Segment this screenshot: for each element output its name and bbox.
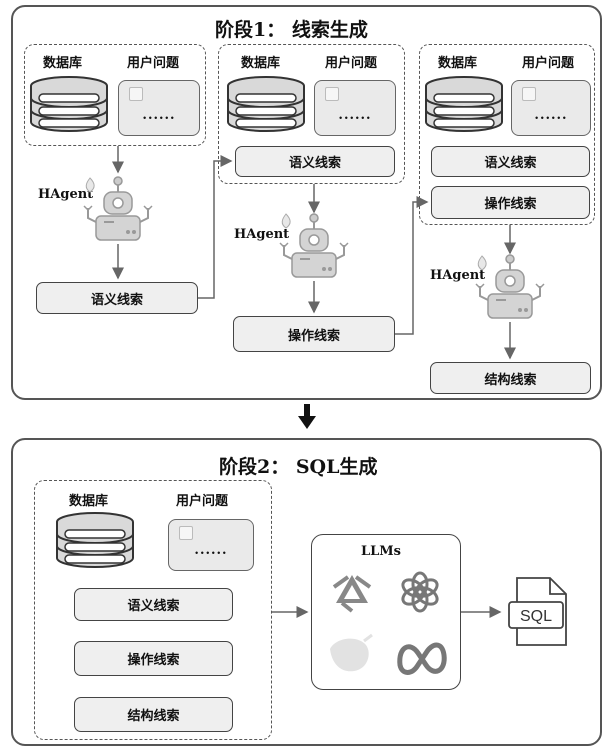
stage2-title: 阶段2： SQL生成 [219,456,378,478]
semantic-clue-box: 语义线索 [74,588,233,621]
llms-box [311,534,461,690]
hagent-label: HAgent [234,227,290,242]
llm-logo-icon [332,575,372,613]
database-label: 数据库 [438,56,478,71]
question-placeholder: ...... [338,108,372,123]
down-arrow-icon [298,404,316,429]
database-label: 数据库 [69,494,109,509]
llm-logo-icon [401,571,439,613]
llms-label: LLMs [361,544,401,559]
database-icon [30,76,108,132]
operation-clue-output: 操作线索 [233,316,395,352]
semantic-clue-box: 语义线索 [235,146,395,177]
semantic-clue-box: 语义线索 [431,146,590,177]
flow-arrow [198,155,233,299]
llm-logo-icon [397,642,447,675]
database-icon [227,76,305,132]
question-mini-icon [325,87,339,101]
operation-clue-box: 操作线索 [431,186,590,219]
question-mini-icon [522,87,536,101]
question-placeholder: ...... [534,108,568,123]
semantic-clue-output: 语义线索 [36,282,198,314]
flame-icon [281,213,291,229]
question-mini-icon [129,87,143,101]
stage2-panel [11,438,602,746]
question-box: ...... [511,80,591,136]
question-placeholder: ...... [194,543,228,558]
input-group-3 [419,44,595,225]
question-label: 用户问题 [176,494,229,509]
flame-icon [85,177,95,193]
structure-clue-box: 结构线索 [74,697,233,732]
database-label: 数据库 [241,56,281,71]
flow-arrow [395,196,429,335]
question-label: 用户问题 [522,56,575,71]
flame-icon [477,255,487,271]
database-icon [56,512,134,568]
stage1-title: 阶段1： 线索生成 [215,19,368,41]
llm-logo-icon [330,633,373,672]
question-box: ...... [118,80,200,136]
operation-clue-box: 操作线索 [74,641,233,676]
stage2-input-group [34,480,272,740]
question-box: ...... [314,80,396,136]
question-mini-icon [179,526,193,540]
sql-file-icon [508,577,567,646]
question-box: ...... [168,519,254,571]
structure-clue-output: 结构线索 [430,362,591,394]
database-icon [425,76,503,132]
question-label: 用户问题 [325,56,378,71]
database-label: 数据库 [43,56,83,71]
question-placeholder: ...... [142,108,176,123]
input-group-1 [24,44,206,146]
question-label: 用户问题 [127,56,180,71]
hagent-label: HAgent [38,187,94,202]
hagent-label: HAgent [430,268,486,283]
sql-label: SQL [520,608,552,625]
input-group-2 [218,44,405,184]
